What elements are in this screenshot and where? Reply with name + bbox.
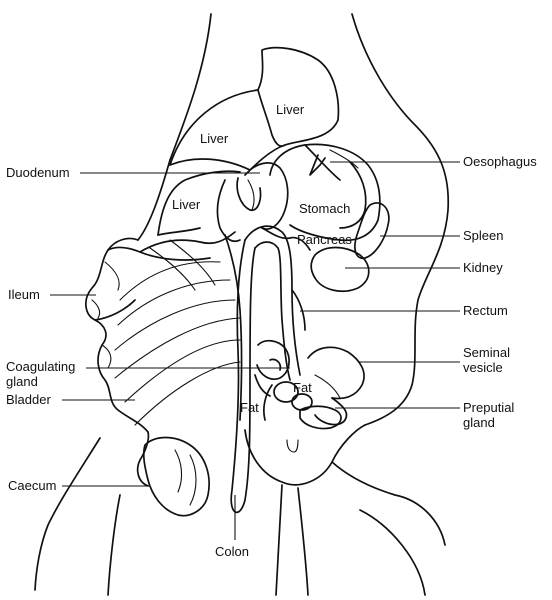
label-fat-left: Fat	[240, 400, 259, 415]
label-seminal-2: vesicle	[463, 360, 503, 375]
label-oesophagus: Oesophagus	[463, 154, 537, 169]
ileum	[85, 231, 243, 433]
label-colon: Colon	[215, 544, 249, 559]
pelvic-organs	[254, 339, 365, 430]
kidney	[310, 246, 370, 292]
label-coagulating-1: Coagulating	[6, 359, 75, 374]
spleen	[354, 202, 390, 259]
label-stomach: Stomach	[299, 201, 350, 216]
leader-lines	[50, 161, 460, 540]
labels: Liver Liver Liver Stomach Pancreas Fat F…	[6, 102, 537, 559]
stomach	[269, 143, 381, 242]
label-coagulating-2: gland	[6, 374, 38, 389]
label-pancreas: Pancreas	[297, 232, 352, 247]
caecum	[142, 436, 210, 517]
label-seminal-1: Seminal	[463, 345, 510, 360]
label-spleen: Spleen	[463, 228, 503, 243]
label-liver-left: Liver	[200, 131, 229, 146]
label-liver-top: Liver	[276, 102, 305, 117]
label-caecum: Caecum	[8, 478, 56, 493]
label-kidney: Kidney	[463, 260, 503, 275]
liver	[157, 46, 340, 236]
duodenum-loop	[216, 162, 311, 251]
label-bladder: Bladder	[6, 392, 51, 407]
label-ileum: Ileum	[8, 287, 40, 302]
label-rectum: Rectum	[463, 303, 508, 318]
label-preputial-2: gland	[463, 415, 495, 430]
label-fat-right: Fat	[293, 380, 312, 395]
label-duodenum: Duodenum	[6, 165, 70, 180]
body-outline	[34, 13, 450, 596]
label-liver-lower: Liver	[172, 197, 201, 212]
label-preputial-1: Preputial	[463, 400, 514, 415]
